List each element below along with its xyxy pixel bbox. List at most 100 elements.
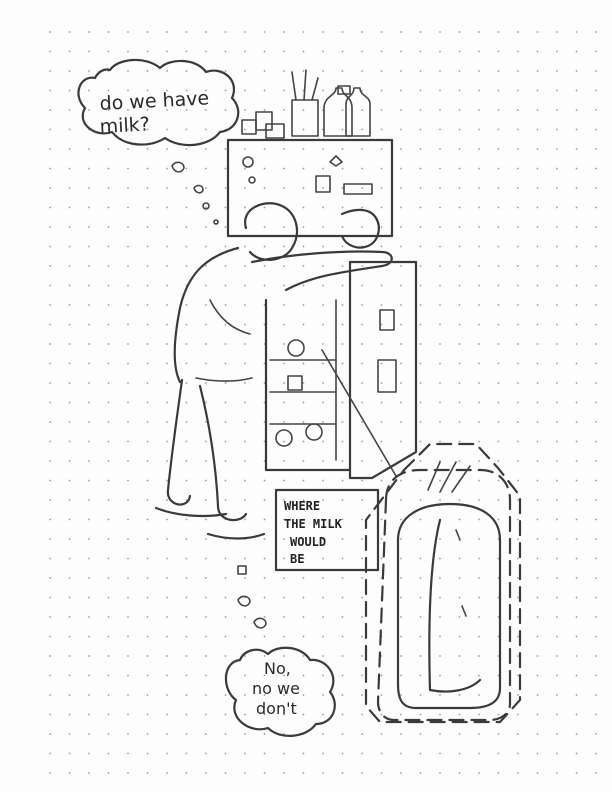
grid-dot	[205, 733, 207, 735]
grid-dot	[185, 50, 188, 53]
grid-dot	[380, 479, 383, 482]
grid-dot	[595, 596, 597, 599]
grid-dot	[127, 772, 129, 774]
grid-dot	[185, 304, 188, 306]
grid-dot	[302, 635, 305, 638]
grid-dot	[107, 538, 110, 540]
grid-dot	[68, 518, 71, 521]
grid-dot	[88, 499, 90, 501]
grid-dot	[380, 148, 383, 150]
grid-dot	[88, 148, 90, 150]
grid-dot	[322, 304, 324, 306]
grid-dot	[517, 50, 519, 53]
grid-dot	[497, 226, 500, 228]
grid-dot	[458, 284, 461, 287]
grid-dot	[439, 635, 441, 638]
grid-dot	[205, 518, 207, 521]
grid-dot	[107, 382, 110, 384]
grid-dot	[400, 772, 402, 774]
grid-dot	[68, 421, 71, 423]
grid-dot	[458, 460, 461, 462]
grid-dot	[166, 362, 168, 365]
grid-dot	[419, 226, 422, 228]
grid-dot	[439, 323, 441, 326]
grid-dot	[302, 206, 305, 209]
grid-dot	[127, 265, 129, 267]
grid-dot	[439, 343, 441, 345]
grid-dot	[127, 362, 129, 365]
grid-dot	[68, 284, 71, 287]
grid-dot	[556, 421, 558, 423]
grid-dot	[478, 226, 480, 228]
grid-dot	[419, 304, 422, 306]
grid-dot	[127, 109, 129, 111]
grid-dot	[166, 323, 168, 326]
grid-dot	[419, 577, 422, 579]
grid-dot	[127, 674, 129, 677]
grid-dot	[439, 50, 441, 53]
grid-dot	[595, 499, 597, 501]
grid-dot	[127, 557, 129, 560]
grid-dot	[419, 557, 422, 560]
grid-dot	[107, 284, 110, 287]
grid-dot	[341, 772, 344, 774]
grid-dot	[49, 31, 51, 33]
grid-dot	[380, 206, 383, 209]
grid-dot	[146, 323, 149, 326]
grid-dot	[107, 499, 110, 501]
grid-dot	[439, 538, 441, 540]
grid-dot	[575, 109, 578, 111]
grid-dot	[458, 440, 461, 443]
grid-dot	[575, 518, 578, 521]
grid-dot	[185, 772, 188, 774]
grid-dot	[166, 479, 168, 482]
grid-dot	[224, 148, 227, 150]
grid-dot	[322, 713, 324, 716]
grid-dot	[88, 343, 90, 345]
grid-dot	[400, 440, 402, 443]
grid-dot	[49, 713, 51, 716]
grid-dot	[146, 518, 149, 521]
grid-dot	[205, 713, 207, 716]
grid-dot	[341, 128, 344, 131]
grid-dot	[322, 245, 324, 248]
grid-dot	[49, 109, 51, 111]
grid-dot	[439, 382, 441, 384]
grid-dot	[380, 674, 383, 677]
grid-dot	[205, 109, 207, 111]
grid-dot	[341, 401, 344, 404]
grid-dot	[595, 323, 597, 326]
grid-dot	[185, 148, 188, 150]
grid-dot	[575, 499, 578, 501]
grid-dot	[439, 421, 441, 423]
grid-dot	[146, 772, 149, 774]
grid-dot	[244, 733, 246, 735]
grid-dot	[322, 499, 324, 501]
grid-dot	[517, 89, 519, 92]
grid-dot	[127, 187, 129, 189]
grid-dot	[283, 538, 285, 540]
grid-dot	[380, 226, 383, 228]
grid-dot	[497, 479, 500, 482]
grid-dot	[439, 479, 441, 482]
grid-dot	[127, 70, 129, 72]
grid-dot	[68, 655, 71, 657]
grid-dot	[302, 479, 305, 482]
grid-dot	[185, 323, 188, 326]
grid-dot	[556, 89, 558, 92]
grid-dot	[283, 616, 285, 618]
grid-dot	[224, 421, 227, 423]
grid-dot	[497, 362, 500, 365]
grid-dot	[68, 557, 71, 560]
grid-dot	[575, 226, 578, 228]
grid-dot	[361, 499, 363, 501]
grid-dot	[400, 518, 402, 521]
grid-dot	[283, 713, 285, 716]
grid-dot	[341, 245, 344, 248]
grid-dot	[49, 226, 51, 228]
grid-dot	[458, 694, 461, 696]
grid-dot	[341, 70, 344, 72]
milk-bottle-outline	[364, 442, 522, 724]
grid-dot	[497, 128, 500, 131]
